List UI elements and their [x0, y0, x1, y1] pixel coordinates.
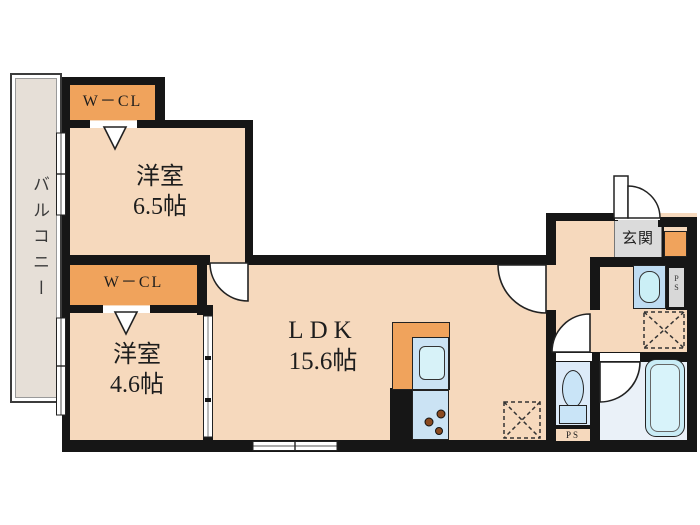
wall — [62, 305, 103, 313]
wall — [203, 305, 213, 318]
wall — [245, 255, 556, 265]
balcony — [10, 73, 62, 403]
wall — [150, 305, 207, 313]
toilet-tank — [559, 405, 587, 424]
kitchen-end-panel — [390, 388, 413, 440]
bathtub-inner — [650, 364, 680, 432]
wall — [546, 310, 556, 452]
entrance-label: 玄関 — [621, 231, 654, 247]
wall — [245, 120, 253, 263]
ldk-size: 15.6帖 — [288, 348, 358, 376]
bedroom1-label: 洋室 6.5帖 — [85, 162, 235, 222]
pipe-space-bottom: PS — [556, 429, 590, 441]
bedroom2-name: 洋室 — [113, 342, 161, 368]
wcl-mid-label: W－CL — [103, 274, 164, 291]
wcl-top-label: W－CL — [82, 93, 143, 110]
wall — [658, 217, 697, 227]
bedroom1-name: 洋室 — [136, 164, 184, 190]
ps-right-label-p: P — [674, 274, 679, 283]
wall — [590, 352, 697, 362]
kitchen-divider — [412, 389, 449, 391]
wall — [662, 221, 664, 259]
outside-notch — [165, 77, 253, 120]
bedroom2-label: 洋室 4.6帖 — [66, 340, 208, 400]
ldk-name: LDK — [288, 317, 358, 344]
wall — [590, 257, 687, 267]
walk-in-closet-mid-floor — [70, 265, 197, 305]
wall — [155, 120, 253, 128]
balcony-label: バルコニー — [30, 175, 49, 305]
bedroom2-size: 4.6帖 — [110, 372, 164, 398]
washbasin-bowl — [639, 271, 660, 303]
wall — [556, 425, 590, 429]
ps-bottom-label: PS — [565, 430, 580, 440]
wall — [62, 120, 90, 128]
wall — [590, 352, 600, 452]
wall — [137, 120, 165, 128]
bedroom1-size: 6.5帖 — [133, 194, 187, 220]
pipe-space-right: P S — [666, 265, 687, 310]
wall — [687, 225, 697, 452]
wall — [546, 213, 618, 221]
wall — [197, 255, 207, 315]
ldk-floor — [203, 255, 556, 452]
wall — [62, 440, 697, 452]
ps-right-label-s: S — [674, 283, 679, 293]
wall — [62, 255, 210, 265]
wall — [62, 77, 165, 85]
wall — [590, 257, 600, 310]
entry-door-leaf — [613, 175, 629, 219]
kitchen-sink — [419, 346, 445, 380]
ldk-label: LDK 15.6帖 — [248, 315, 398, 378]
wall — [155, 77, 165, 128]
walk-in-closet-top-floor — [70, 85, 155, 120]
shoe-cabinet — [664, 231, 687, 257]
wall — [546, 213, 556, 263]
toilet-bowl — [562, 370, 584, 408]
